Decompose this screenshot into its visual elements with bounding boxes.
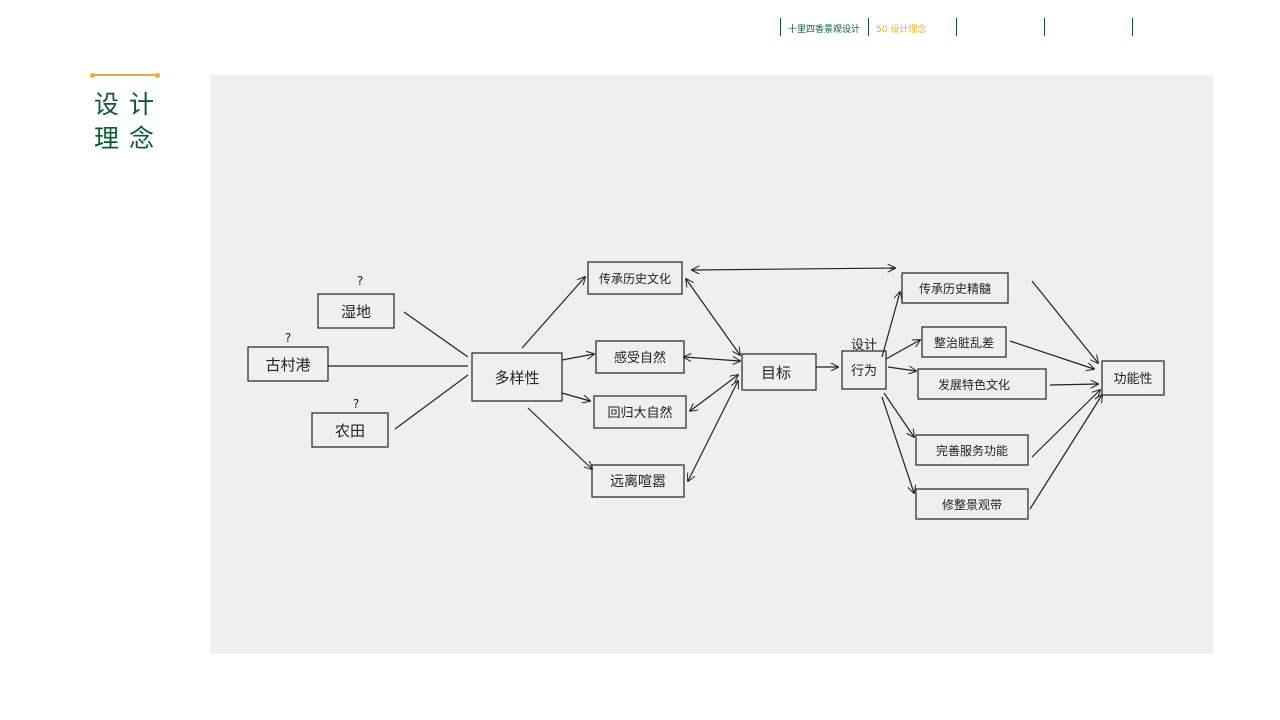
node-design-top: 设计 <box>851 338 877 353</box>
box-design <box>841 350 887 390</box>
box-rtidy <box>921 326 1007 358</box>
node-history: 传承历史文化 <box>599 271 671 286</box>
edge-return-goal <box>690 375 738 411</box>
node-diversity: 多样性 <box>494 369 539 387</box>
node-feel-nature: 感受自然 <box>614 350 666 366</box>
box-rlandscape <box>915 488 1029 520</box>
edge-rservice-function <box>1031 390 1100 458</box>
section-title: 设计理念 <box>94 90 165 153</box>
edge-design-rservice <box>883 392 914 437</box>
box-history <box>587 261 683 295</box>
edge-design-rlandscape <box>881 396 914 493</box>
box-diversity <box>471 352 563 402</box>
question-mark-farmland: ? <box>353 397 359 411</box>
box-away <box>591 464 685 498</box>
box-farmland <box>311 412 389 448</box>
node-r-develop: 发展特色文化 <box>938 377 1010 392</box>
node-village: 古村港 <box>265 356 310 374</box>
nav-item-empty-2[interactable] <box>1044 18 1132 36</box>
edge-design-rtidy <box>885 340 920 360</box>
concept-diagram: ? ? ? 湿地 古村港 农田 多样性 传承历史文化 感受自然 回归大自然 远离… <box>247 261 1165 520</box>
box-rhistory <box>901 272 1009 304</box>
nav-item-design-concept[interactable]: 50 设计理念 <box>868 18 956 36</box>
node-design-bottom: 行为 <box>851 364 877 379</box>
nav-item-project[interactable]: 十里四香景观设计 <box>780 18 868 36</box>
edge-history-goal <box>686 279 740 355</box>
box-rdevelop <box>917 368 1047 400</box>
node-away-noise: 远离喧嚣 <box>610 473 666 490</box>
node-return-nature: 回归大自然 <box>607 405 672 421</box>
box-function <box>1101 360 1165 396</box>
box-wetland <box>317 293 395 329</box>
edge-rdevelop-function <box>1049 384 1098 385</box>
title-accent-line <box>90 72 160 78</box>
edge-away-goal <box>688 381 738 481</box>
node-wetland: 湿地 <box>341 303 371 321</box>
edge-diversity-away <box>527 407 592 469</box>
box-village <box>247 346 329 382</box>
edge-history-rhistory <box>692 268 895 270</box>
edge-design-rdevelop <box>887 367 916 371</box>
edge-wetland-diversity <box>403 311 469 358</box>
node-r-tidy: 整治脏乱差 <box>934 335 994 350</box>
question-mark-village: ? <box>285 331 291 345</box>
edge-diversity-history <box>521 277 585 349</box>
edge-rtidy-function <box>1009 340 1094 369</box>
box-feel <box>595 340 685 374</box>
node-function: 功能性 <box>1113 372 1152 387</box>
edge-design-rhistory <box>881 292 900 358</box>
question-mark-wetland: ? <box>357 274 363 288</box>
edge-diversity-feel <box>561 354 594 361</box>
node-farmland: 农田 <box>335 422 365 440</box>
edge-rhistory-function <box>1031 280 1098 363</box>
box-rservice <box>915 434 1029 466</box>
node-r-service: 完善服务功能 <box>936 443 1008 458</box>
edge-diversity-return <box>561 392 590 401</box>
hand-drawn-diagram-photo: ? ? ? 湿地 古村港 农田 多样性 传承历史文化 感受自然 回归大自然 远离… <box>210 75 1213 654</box>
edge-farmland-diversity <box>394 374 469 430</box>
node-r-history: 传承历史精髓 <box>919 281 991 296</box>
nav-item-empty-1[interactable] <box>956 18 1044 36</box>
node-r-landscape: 修整景观带 <box>942 497 1002 512</box>
box-return <box>593 395 687 429</box>
node-goal: 目标 <box>761 364 791 382</box>
edge-feel-goal <box>684 357 740 361</box>
box-goal <box>741 353 817 391</box>
edge-rlandscape-function <box>1029 395 1102 510</box>
top-navigation: 十里四香景观设计 50 设计理念 <box>780 18 1133 36</box>
nav-divider <box>1132 18 1133 36</box>
